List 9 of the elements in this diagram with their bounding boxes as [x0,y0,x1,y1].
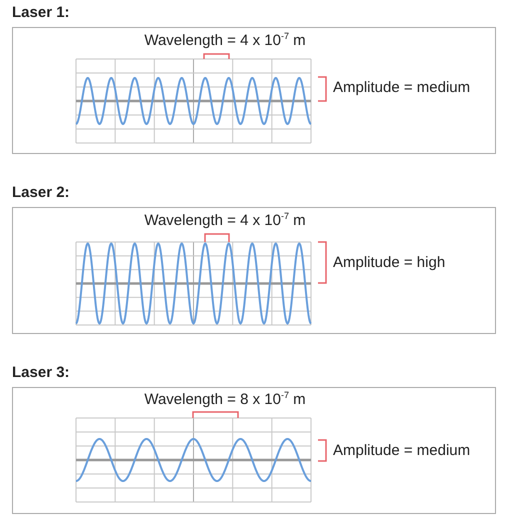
wavelength-label: Wavelength = 4 x 10$^{-7}$ m [144,32,306,50]
wavelength-label: Wavelength = 4 x 10$^{-7}$ m [144,212,306,230]
wavelength-label: Wavelength = 8 x 10$^{-7}$ m [144,391,306,409]
amplitude-label: Amplitude = medium [333,79,470,97]
amplitude-label: Amplitude = high [333,254,446,272]
panel-heading: Laser 3: [12,364,70,382]
amplitude-label: Amplitude = medium [333,442,470,460]
panel-heading: Laser 2: [12,184,70,202]
panel-heading: Laser 1: [12,4,70,22]
